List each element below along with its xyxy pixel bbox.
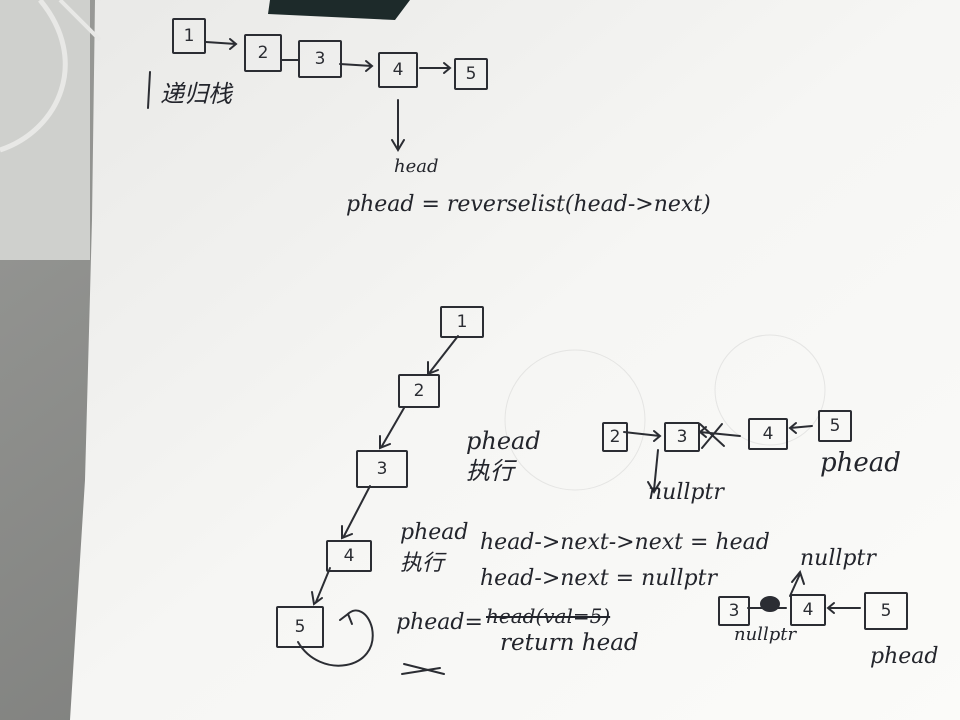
rb-scribble (760, 596, 780, 612)
rt-node-4: 4 (748, 418, 788, 450)
arrow-to-head (391, 99, 405, 152)
paper-sheet (70, 0, 960, 720)
rt-node-2: 2 (602, 422, 628, 452)
rt-arrow-2-3 (623, 430, 662, 442)
label-call-reverselist: phead = reverselist(head->next) (346, 192, 711, 217)
tree-node-4: 4 (326, 540, 372, 572)
tree-node-1: 1 (440, 306, 484, 338)
top-node-4: 4 (378, 52, 418, 88)
desk-light-area (0, 0, 90, 260)
code-line-struck: head(val=5) (486, 604, 611, 628)
code-line-phead-prefix: phead= (396, 610, 483, 635)
rb-node-5: 5 (864, 592, 908, 630)
scratch-mark (401, 663, 445, 675)
tree-node-3: 3 (356, 450, 408, 488)
label-recursion-stack: 递归栈 (160, 80, 232, 108)
tree-node-5: 5 (276, 606, 324, 648)
rt-label-nullptr: nullptr (648, 480, 724, 505)
top-node-5: 5 (454, 58, 488, 90)
label-phead-exec-2: phead 执行 (400, 520, 469, 576)
tree-arrow-3-4 (341, 485, 371, 540)
rt-node-3: 3 (664, 422, 700, 452)
arrow-3-4 (339, 60, 374, 72)
tree-arrow-1-2 (427, 335, 459, 376)
rt-node-5: 5 (818, 410, 852, 442)
self-loop-arrow (297, 609, 374, 667)
rb-node-4: 4 (790, 594, 826, 626)
pen (268, 0, 410, 20)
rt-cross (699, 423, 725, 449)
rb-label-nullptr-top: nullptr (800, 546, 876, 571)
rt-arrow-5-4 (788, 422, 813, 434)
code-line-return: return head (500, 630, 639, 656)
rb-arrow-5-4 (826, 602, 861, 614)
self-loop-head (339, 612, 353, 625)
tree-arrow-2-3 (379, 407, 405, 450)
rb-label-phead: phead (870, 644, 939, 669)
rb-label-nullptr-bottom: nullptr (734, 624, 797, 645)
tree-node-2: 2 (398, 374, 440, 408)
top-node-2: 2 (244, 34, 282, 72)
rt-label-phead: phead (820, 448, 901, 478)
cable-2 (58, 0, 102, 42)
label-head-top: head (394, 156, 439, 177)
tree-arrow-4-5 (311, 567, 331, 606)
top-node-3: 3 (298, 40, 342, 78)
cable (0, 0, 68, 153)
ghost-writing (504, 334, 826, 491)
top-node-1: 1 (172, 18, 206, 54)
rb-node-3: 3 (718, 596, 750, 626)
label-phead-exec-1: phead 执行 (466, 427, 541, 485)
code-line-next-null: head->next = nullptr (480, 566, 717, 591)
arrow-1-2 (205, 38, 238, 50)
arrow-4-5 (419, 62, 452, 74)
rb-arrow-up-nullptr (789, 569, 805, 597)
rt-arrow-nullptr (647, 449, 661, 494)
code-line-next-next: head->next->next = head (480, 530, 770, 555)
stack-bracket (147, 71, 151, 109)
